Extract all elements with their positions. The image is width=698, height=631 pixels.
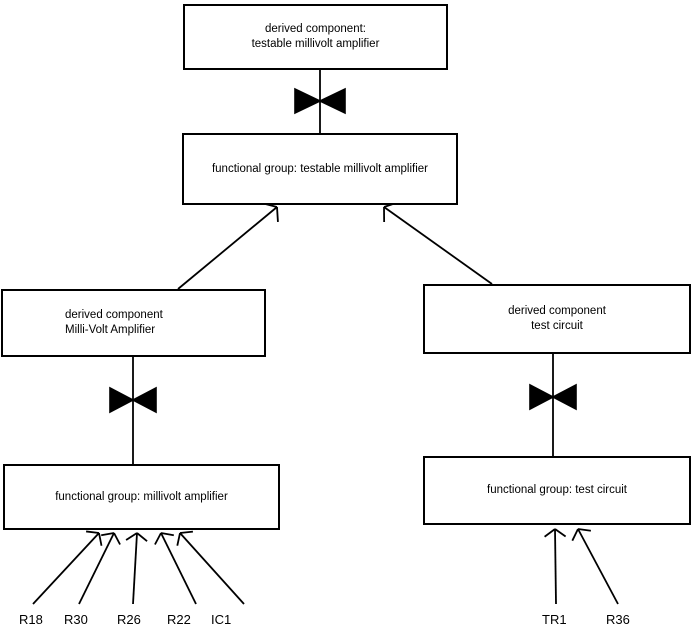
realization-bowtie-left: [109, 386, 135, 414]
node-title-line1: derived component:: [264, 23, 366, 35]
leaf-label-r22: R22: [167, 612, 191, 627]
node-title-line1: derived component: [65, 309, 163, 321]
node-title-line1: functional group: test circuit: [487, 484, 627, 496]
node-fg-testable-millivolt-amplifier[interactable]: functional group: testable millivolt amp…: [182, 133, 458, 205]
realization-bowtie-left: [529, 383, 555, 411]
node-fg-test-circuit[interactable]: functional group: test circuit: [423, 456, 691, 525]
leaf-label-r36: R36: [606, 612, 630, 627]
node-title-line1: functional group: testable millivolt amp…: [211, 162, 429, 175]
leaf-label-tr1: TR1: [542, 612, 567, 627]
node-derived-testable-millivolt-amplifier[interactable]: derived component: testable millivolt am…: [183, 4, 448, 70]
leaf-label-r26: R26: [117, 612, 141, 627]
realization-bowtie-left: [294, 87, 322, 115]
node-title-line1: functional group: millivolt amplifier: [55, 490, 228, 503]
realization-connectors: [109, 70, 577, 464]
node-derived-test-circuit[interactable]: derived component test circuit: [423, 284, 691, 354]
node-title-line1: derived component: [508, 305, 606, 317]
node-derived-milli-volt-amplifier[interactable]: derived component Milli-Volt Amplifier: [1, 289, 266, 357]
aggregation-arrows: [177, 201, 493, 290]
realization-bowtie-right: [551, 383, 577, 411]
leaf-label-r30: R30: [64, 612, 88, 627]
leaf-label-r18: R18: [19, 612, 43, 627]
leaf-arrows: [32, 528, 619, 605]
node-title-line2: test circuit: [531, 320, 583, 332]
node-fg-millivolt-amplifier[interactable]: functional group: millivolt amplifier: [3, 464, 280, 530]
node-title-line2: testable millivolt amplifier: [251, 38, 380, 50]
leaf-label-ic1: IC1: [211, 612, 232, 627]
realization-bowtie-right: [131, 386, 157, 414]
node-title-line2: Milli-Volt Amplifier: [65, 324, 156, 336]
realization-bowtie-right: [318, 87, 346, 115]
